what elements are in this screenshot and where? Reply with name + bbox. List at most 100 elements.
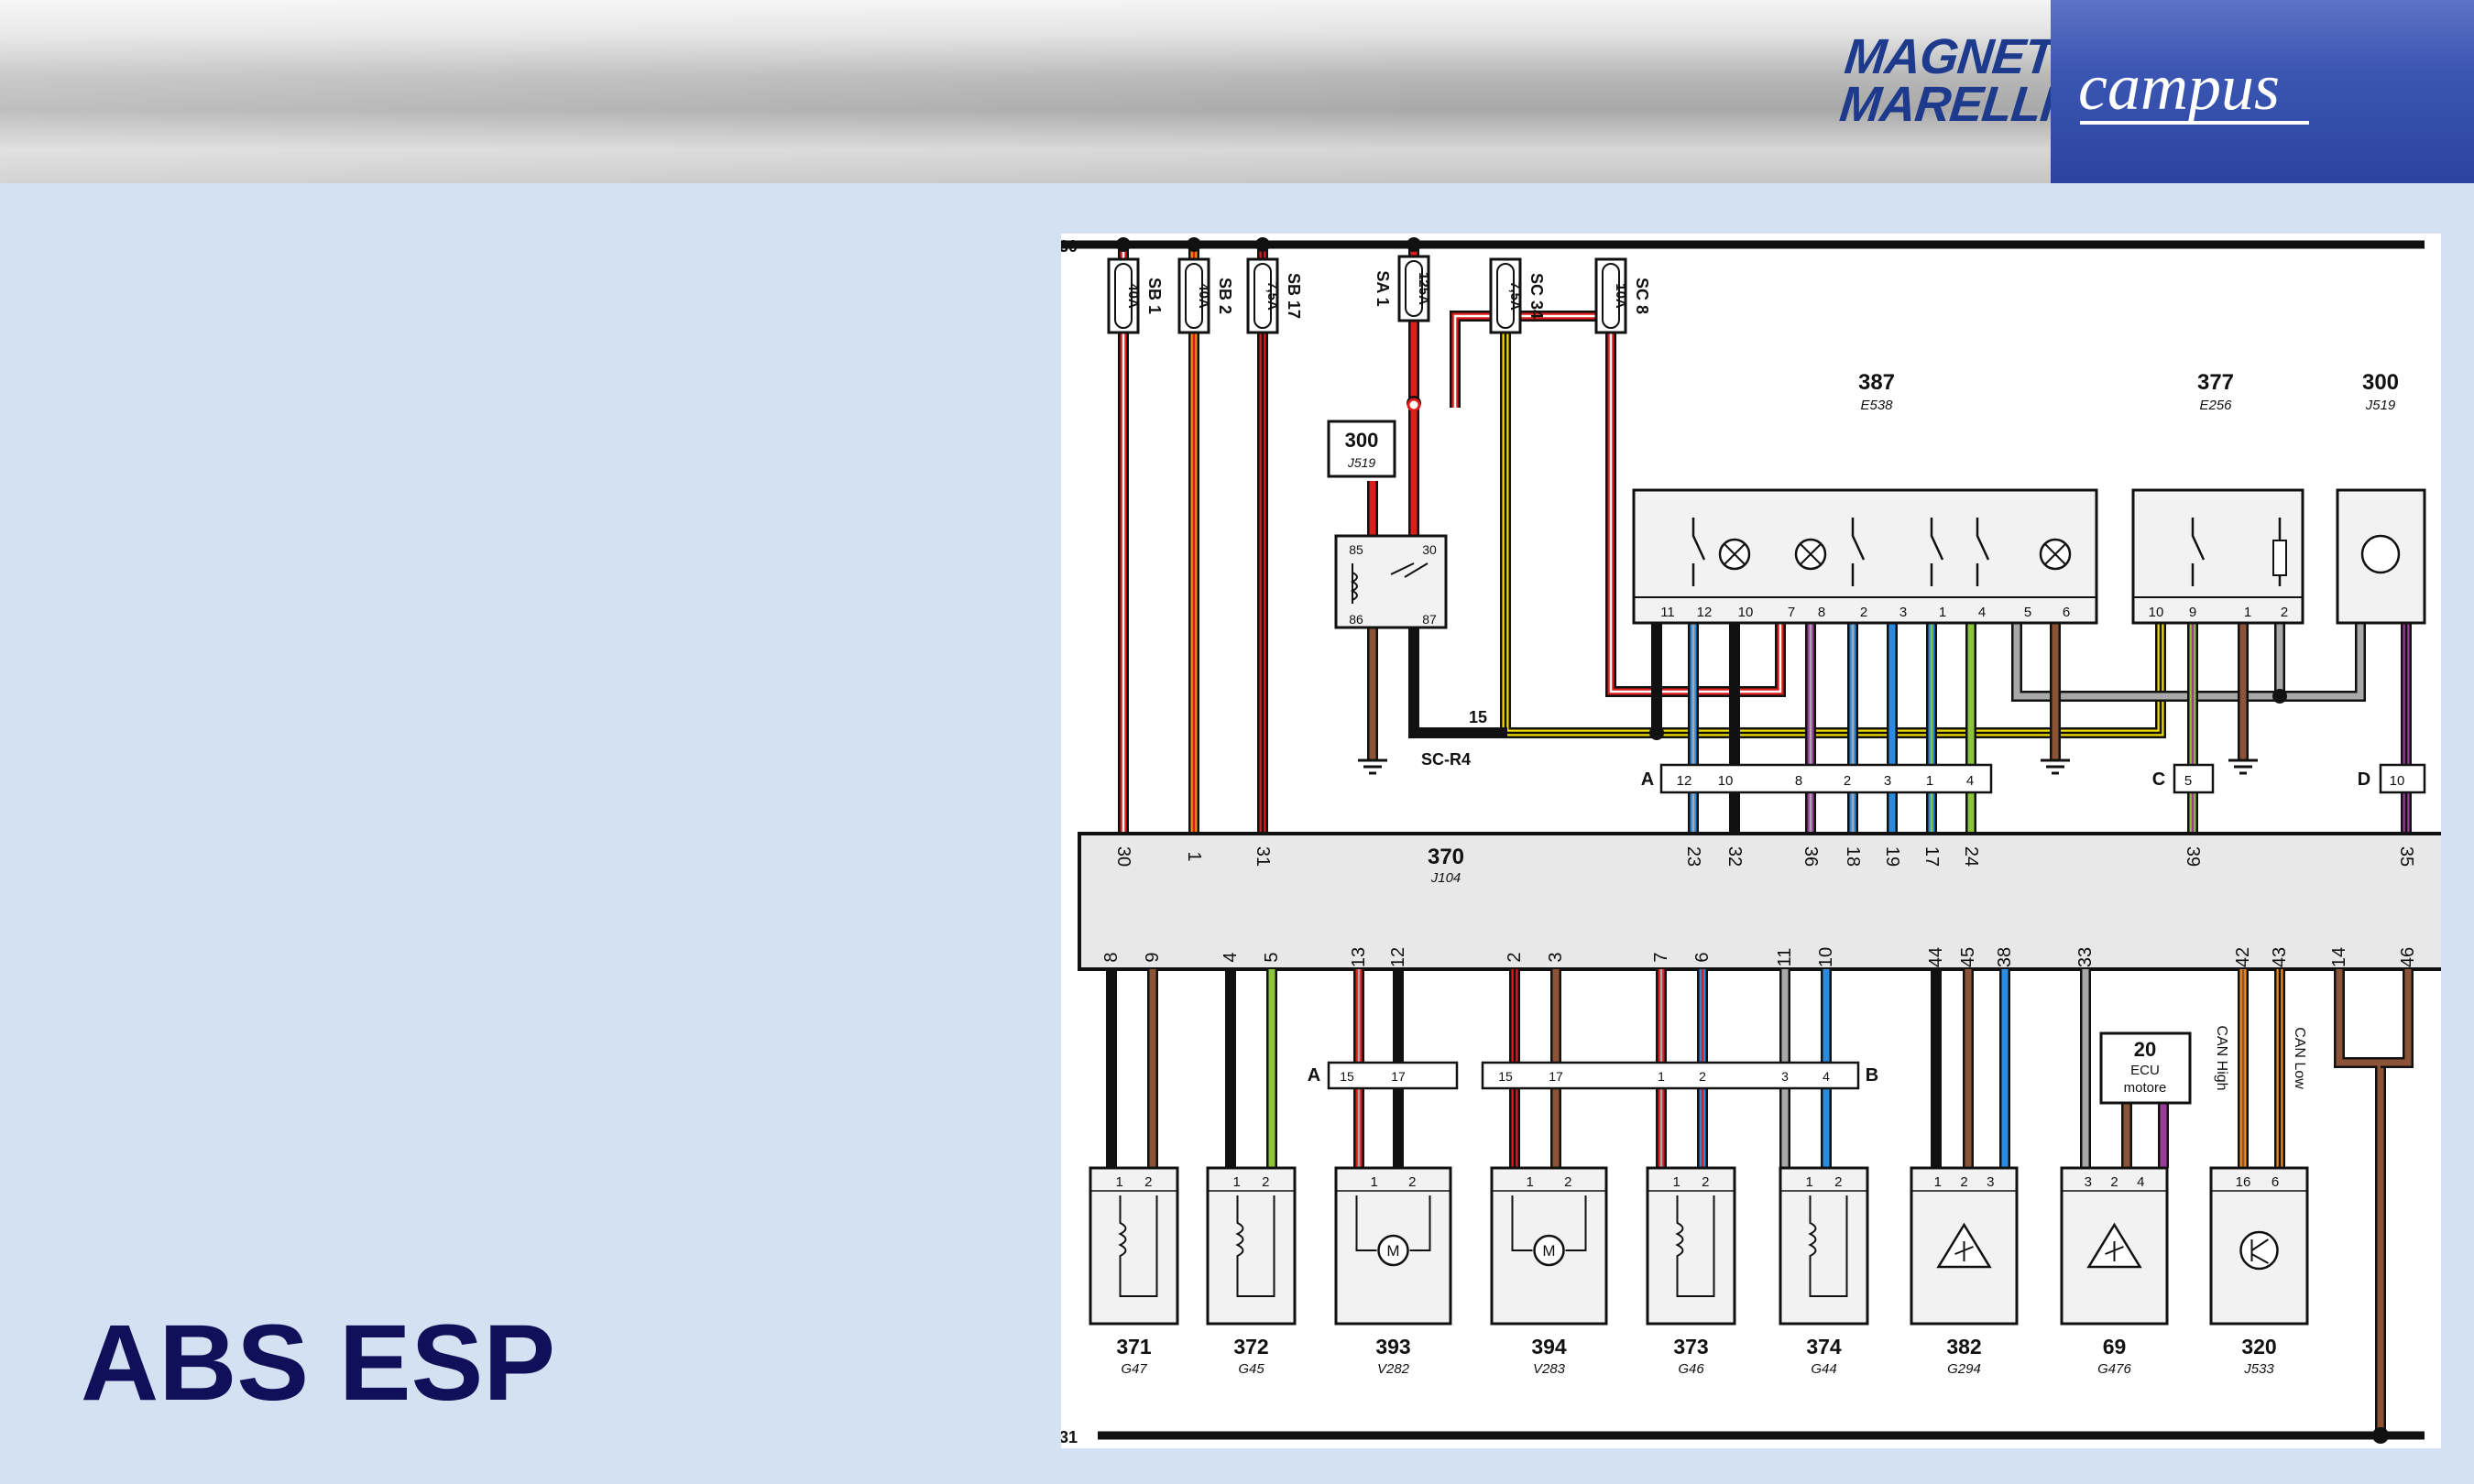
ecu-bottom-pin-14: 38 xyxy=(1995,947,2015,967)
lamp-cross-0 xyxy=(1724,543,1746,565)
switch-panel-pin-9: 5 xyxy=(2024,605,2031,620)
wire-ecu-14-ground-outline xyxy=(2334,969,2386,1435)
switch-panel-pin-5: 2 xyxy=(1860,605,1867,620)
component-box-374 xyxy=(1779,1166,1869,1326)
ecu-bottom-pin-18: 14 xyxy=(2329,947,2349,967)
connector-a-bottom-pin-0: 15 xyxy=(1340,1069,1354,1084)
ground-junction-bottom xyxy=(2372,1427,2389,1444)
junction-dot-5 xyxy=(1649,726,1664,740)
switch-panel-sub: E538 xyxy=(1860,398,1893,413)
ecu-motor-line1: ECU xyxy=(2130,1063,2160,1078)
fuse-rating-1: 40A xyxy=(1196,283,1211,309)
component-sub-393: V282 xyxy=(1377,1361,1410,1377)
component-sub-394: V283 xyxy=(1533,1361,1566,1377)
ecu-top-pin-11: 35 xyxy=(2396,846,2416,867)
campus-panel xyxy=(2051,0,2474,183)
connector-a-top-pin-1: 10 xyxy=(1718,773,1734,789)
component-sub-372: G45 xyxy=(1238,1361,1264,1377)
wire-15-label: 15 xyxy=(1469,708,1487,726)
junction-dot-3 xyxy=(1407,237,1421,252)
wire-sc-r4 xyxy=(1410,618,1507,737)
wire-sc-r4-outline xyxy=(1408,618,1507,738)
component-box-373 xyxy=(1646,1166,1736,1326)
connector-b-pin-5: 4 xyxy=(1823,1069,1830,1084)
junction-dot-0 xyxy=(1116,237,1131,252)
sensor-377-pin-0: 10 xyxy=(2149,605,2164,620)
ecu-top-pin-4: 32 xyxy=(1724,846,1745,867)
fuse-rating-5: 10A xyxy=(1613,283,1628,309)
fuse-body-0 xyxy=(1107,257,1140,334)
relay-pin-85: 85 xyxy=(1349,542,1363,557)
switch-panel-pin-10: 6 xyxy=(2063,605,2070,620)
ground-symbol-0 xyxy=(1358,758,1387,775)
component-code-373: 373 xyxy=(1673,1335,1708,1359)
wire-ecu-46-ground-outline xyxy=(2381,969,2414,1068)
module-300b-transistor-symbol xyxy=(2360,534,2401,574)
campus-label: campus xyxy=(2078,50,2280,124)
connector-b-pin-0: 15 xyxy=(1498,1069,1513,1084)
connector-b xyxy=(1481,1061,1860,1090)
ecu-bottom-pin-16: 42 xyxy=(2233,947,2253,967)
magneti-marelli-logo: MAGNETI MARELLI xyxy=(1836,29,2070,143)
connector-a-top-pin-4: 3 xyxy=(1884,773,1891,789)
fuse-name-5: SC 8 xyxy=(1633,278,1651,314)
switch-panel-code: 387 xyxy=(1858,370,1895,395)
fuse-name-2: SB 17 xyxy=(1285,273,1303,319)
coil-symbol-373 xyxy=(1675,1195,1715,1297)
ecu-top-pin-7: 19 xyxy=(1882,846,1902,867)
sensor-377-code: 377 xyxy=(2197,370,2234,395)
component-code-374: 374 xyxy=(1806,1335,1842,1359)
wire-ecu-14-ground xyxy=(2336,969,2384,1435)
component-code-371: 371 xyxy=(1116,1335,1152,1359)
component-382-pin-2: 3 xyxy=(1987,1174,1994,1190)
sc-r4-label: SC-R4 xyxy=(1421,750,1471,769)
relay-sub: J519 xyxy=(1347,455,1376,470)
fuse-rating-2: 7,5A xyxy=(1264,281,1280,311)
connector-b-pin-4: 3 xyxy=(1781,1069,1789,1084)
ecu-bottom-pin-12: 44 xyxy=(1926,947,1946,967)
component-sub-373: G46 xyxy=(1678,1361,1704,1377)
fuse-element-0 xyxy=(1114,263,1133,329)
component-382-pin-0: 1 xyxy=(1934,1174,1942,1190)
ecu-bottom-pin-19: 46 xyxy=(2398,947,2418,967)
connector-a-top-pin-0: 12 xyxy=(1677,773,1692,789)
coil-symbol-371 xyxy=(1118,1195,1158,1297)
ecu-top-pin-10: 39 xyxy=(2183,846,2203,867)
ecu-code: 370 xyxy=(1428,845,1464,869)
ecu-bottom-pin-1: 9 xyxy=(1143,952,1163,962)
connector-b-label: B xyxy=(1866,1065,1878,1086)
component-sub-69: G476 xyxy=(2097,1361,2131,1377)
relay-code: 300 xyxy=(1345,429,1379,452)
relay-code-box xyxy=(1327,420,1396,478)
connector-a-top-pin-5: 1 xyxy=(1926,773,1933,789)
ecu-top-pin-9: 24 xyxy=(1961,846,1981,867)
lamp-cross-2 xyxy=(2044,543,2066,565)
sensor-377-pin-1: 9 xyxy=(2189,605,2196,620)
switch-symbol-2 xyxy=(1930,518,1944,586)
component-372-pin-0: 1 xyxy=(1232,1174,1240,1190)
rail-30-label: 30 xyxy=(1061,237,1078,256)
ecu-bottom-pin-9: 6 xyxy=(1692,952,1713,962)
relay-split-node xyxy=(1407,398,1421,412)
component-sub-320: J533 xyxy=(2243,1361,2274,1377)
fuse-body-5 xyxy=(1594,257,1627,334)
switch-panel-pin-2: 10 xyxy=(1738,605,1754,620)
component-box-372 xyxy=(1206,1166,1297,1326)
relay-box xyxy=(1334,534,1448,629)
sensor-377-sub: E256 xyxy=(2199,398,2232,413)
coil-symbol-372 xyxy=(1235,1195,1275,1297)
fuse-name-4: SC 34 xyxy=(1527,273,1546,319)
switch-symbol-3 xyxy=(1976,518,1990,586)
switch-panel-pin-7: 1 xyxy=(1939,605,1946,620)
component-320-pin-1: 6 xyxy=(2271,1174,2279,1190)
motor-leads-394 xyxy=(1511,1195,1587,1251)
component-371-pin-0: 1 xyxy=(1115,1174,1122,1190)
ecu-bottom-pin-5: 12 xyxy=(1388,947,1408,967)
connector-d-label: D xyxy=(2358,769,2370,790)
relay-pin-30: 30 xyxy=(1422,542,1437,557)
lamp-cross-1 xyxy=(1800,543,1822,565)
ecu-bottom-pin-2: 4 xyxy=(1221,952,1241,962)
component-code-394: 394 xyxy=(1531,1335,1567,1359)
motor-letter-393: M xyxy=(1386,1242,1399,1260)
ecu-motor-line2: motore xyxy=(2124,1080,2167,1096)
